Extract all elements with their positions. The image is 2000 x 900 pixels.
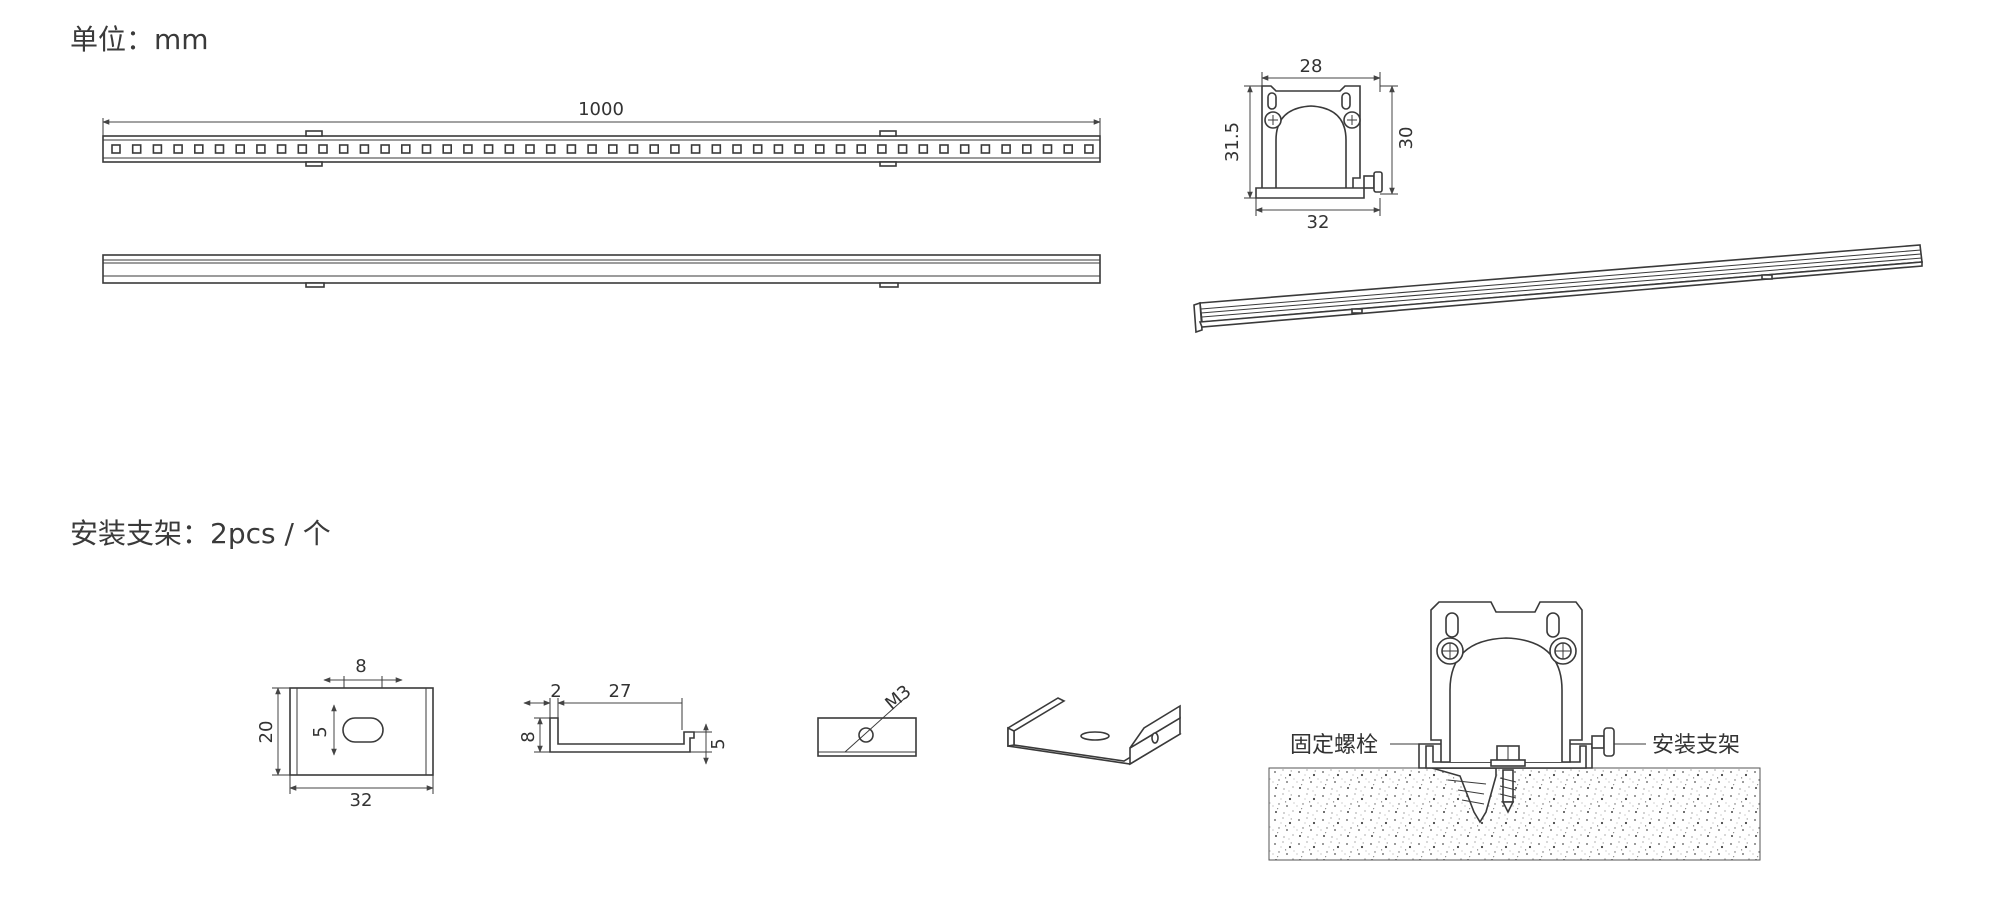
led-dot (649, 144, 660, 154)
led-dot (752, 144, 763, 154)
thickness-dimension: 2 (550, 681, 561, 702)
led-dot (587, 144, 597, 154)
led-dot (690, 144, 701, 154)
bolt-callout: 固定螺栓 (1290, 733, 1378, 758)
led-dot (918, 144, 929, 154)
side-view (102, 254, 1101, 288)
led-dot (235, 144, 245, 154)
led-dot (877, 144, 887, 154)
led-dot (173, 144, 183, 154)
led-dot (194, 144, 204, 154)
left-height-dimension: 31.5 (1222, 122, 1243, 162)
bracket-height-dimension: 20 (256, 721, 277, 744)
bracket-side-view: 2 27 8 5 (518, 681, 729, 765)
top-width-dimension: 28 (1300, 56, 1323, 77)
led-dot (628, 144, 639, 154)
led-dot (276, 144, 287, 154)
perspective-bar (1193, 244, 1923, 334)
length-dimension: 1000 (578, 99, 624, 120)
bracket-isometric (1007, 697, 1182, 766)
led-dot (980, 144, 991, 154)
led-dot (1084, 144, 1094, 154)
led-dot (773, 144, 784, 154)
right-height-dimension: 30 (1396, 127, 1417, 150)
led-dot (111, 144, 121, 154)
led-dot (711, 144, 722, 154)
led-dot (939, 144, 949, 154)
led-dot (607, 144, 618, 154)
led-dot (835, 144, 846, 154)
led-dot (380, 144, 390, 154)
side-length-dimension: 27 (609, 681, 632, 702)
led-dot (483, 144, 494, 154)
led-dot (670, 144, 680, 154)
led-dot (794, 144, 804, 154)
led-dot (1001, 144, 1011, 154)
led-dot (959, 144, 970, 154)
led-dot (400, 144, 411, 154)
led-dot (463, 144, 473, 154)
led-dot (732, 144, 742, 154)
lip-dimension: 5 (708, 738, 729, 749)
unit-heading: 单位：mm (70, 23, 209, 56)
bracket-callout: 安装支架 (1652, 733, 1740, 758)
led-dot (545, 144, 556, 154)
slot-width-dimension: 8 (355, 656, 366, 677)
led-dot (1063, 144, 1073, 154)
screw-plate: M3 (817, 681, 917, 757)
led-dot (297, 144, 308, 154)
led-dot (504, 144, 515, 154)
led-dot (131, 144, 142, 154)
led-dot (318, 144, 328, 154)
led-dot (897, 144, 908, 154)
slot-height-dimension: 5 (310, 726, 331, 737)
installation-view: 固定螺栓 安装支架 (1268, 601, 1761, 861)
led-dot (814, 144, 825, 154)
led-dot (338, 144, 349, 154)
led-dot (359, 144, 370, 154)
bracket-front-view: 8 20 5 32 (256, 656, 434, 811)
led-dot (525, 144, 535, 154)
profile-section: 28 31.5 30 32 (1222, 56, 1417, 233)
led-dot (442, 144, 453, 154)
led-dot (856, 144, 867, 154)
led-dot (421, 144, 432, 154)
led-dot (214, 144, 225, 154)
led-dot (152, 144, 163, 154)
screw-dimension: M3 (881, 681, 915, 714)
top-view: 1000 (102, 99, 1101, 167)
bottom-width-dimension: 32 (1307, 212, 1330, 233)
led-dot (256, 144, 266, 154)
led-dot (1021, 144, 1032, 154)
bracket-heading: 安装支架：2pcs / 个 (70, 517, 331, 550)
side-height-dimension: 8 (518, 731, 539, 742)
bracket-width-dimension: 32 (350, 790, 373, 811)
led-dot (1042, 144, 1053, 154)
led-dot (566, 144, 577, 154)
led-row (111, 144, 1094, 154)
